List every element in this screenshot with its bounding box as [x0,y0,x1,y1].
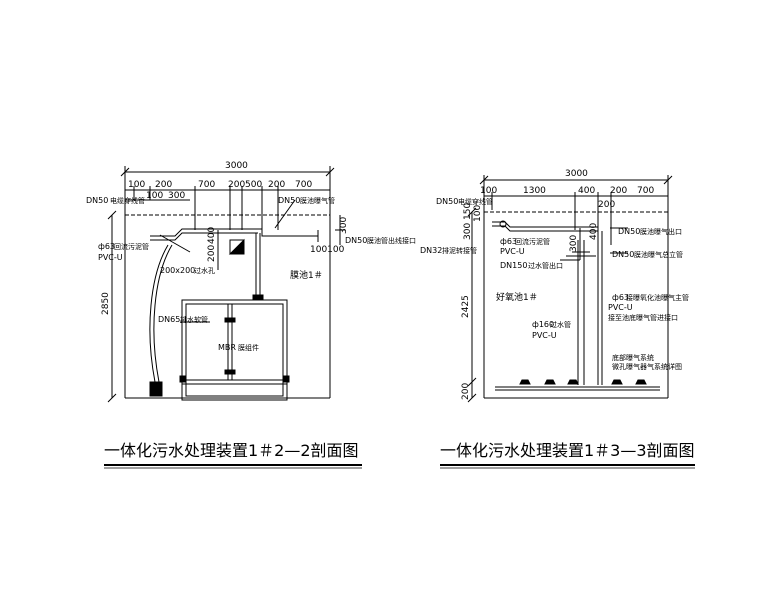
right-aer-note: 微孔曝气器气系统详图 [612,362,682,371]
right-section [467,175,673,403]
right-dim-300-mid: 300 [569,235,579,252]
right-bottom-dim: 200 [461,383,471,400]
left-right-dim-300: 300 [339,217,349,234]
left-drain-hose [149,244,169,383]
right-pipe63b-note2: 接至池底曝气管进接口 [608,313,678,322]
right-dim-150: 150 [463,203,473,220]
left-dim-r2-300: 300 [168,191,185,201]
right-dn50-top-note: 电缆穿线管 [458,197,493,206]
left-mbr-note: 膜组件 [238,343,259,352]
left-mbr-frame [181,299,288,401]
right-dim-300: 300 [463,223,473,240]
right-height-dim: 2425 [461,295,471,318]
left-dim-r2-100: 100 [146,191,163,201]
right-aer: 底部曝气系统 [612,353,654,362]
right-dn50-r2: DN50 [612,250,634,259]
right-dim-1300: 1300 [523,186,546,196]
left-dim-100: 100 [128,180,145,190]
right-pvc1: PVC-U [500,247,525,256]
left-texts: 3000 100 200 700 200 500 200 700 100 300… [86,161,416,469]
left-pipe63: ф63 [98,242,115,251]
left-tank-label: 膜池1＃ [290,269,323,281]
right-pvc3: PVC-U [532,331,557,340]
right-dn150-note: 过水管出口 [528,261,563,270]
left-dim-700b: 700 [295,180,312,190]
right-pipe160: ф160 [532,320,554,329]
right-dim-200b: 200 [598,200,615,210]
left-hole: 200x200 [160,266,195,275]
left-dim-500: 500 [245,180,262,190]
left-dim-200-mid: 200 [207,245,217,262]
right-pipe63-note: 回流污泥管 [515,237,550,246]
left-dn65: DN65 [158,315,180,324]
right-texts: 3000 100 1300 400 200 700 200 DN50 电缆穿线管… [420,169,695,469]
left-dn50-right: DN50 [278,196,300,205]
left-bottom-right-dims: 100100 [310,245,345,255]
right-title: 一体化污水处理装置1＃3—3剖面图 [440,441,695,460]
left-dim-700: 700 [198,180,215,190]
left-dn50-top-note: 电缆穿线管 [110,196,145,205]
left-dn50-right-note: 膜池曝气管 [300,196,335,205]
left-title: 一体化污水处理装置1＃2—2剖面图 [104,441,359,460]
left-dn50-outlet: DN50 [345,236,367,245]
right-dn50-r2-note: 膜池曝气总立管 [634,250,683,259]
right-dim-400-mid: 400 [589,223,599,240]
left-dn65-note: 排水软管 [180,315,208,324]
right-dim-700: 700 [637,186,654,196]
left-dn50-outlet-note: 膜池管出线接口 [367,236,416,245]
right-dn150: DN150 [500,261,527,270]
right-pipe63b-note: 接曝氧化池曝气主管 [626,293,689,302]
right-dn50-top: DN50 [436,197,458,206]
left-dn50-top: DN50 [86,196,108,205]
left-pump [149,381,163,397]
right-dn50-r1-note: 膜池曝气出口 [640,227,682,236]
left-dim-400-mid: 400 [207,227,217,244]
right-top-pipe [492,221,598,228]
left-hole-note: 过水孔 [194,266,215,275]
left-dim-200b: 200 [228,180,245,190]
right-pipe63b: ф63 [612,293,629,302]
right-pipe63: ф63 [500,237,517,246]
right-dim-100b: 100 [473,205,483,222]
right-dim-400: 400 [578,186,595,196]
right-dim-100: 100 [480,186,497,196]
right-dn50-r1: DN50 [618,227,640,236]
right-pipe160-note: 过水管 [550,320,571,329]
right-dn32-note: 排泥转接管 [442,246,477,255]
left-total-width: 3000 [225,161,248,171]
left-pipe63-note: 回流污泥管 [114,242,149,251]
right-total-width: 3000 [565,169,588,179]
right-dim-200: 200 [610,186,627,196]
left-mbr: MBR [218,343,236,352]
left-dim-200: 200 [155,180,172,190]
right-pvc2: PVC-U [608,303,633,312]
left-section [107,166,345,403]
right-dn32: DN32 [420,246,442,255]
left-top-pipe [150,228,318,237]
left-dim-200c: 200 [268,180,285,190]
right-tank-label: 好氧池1＃ [496,291,538,303]
left-height-dim: 2850 [101,292,111,315]
left-pvc: PVC-U [98,253,123,262]
